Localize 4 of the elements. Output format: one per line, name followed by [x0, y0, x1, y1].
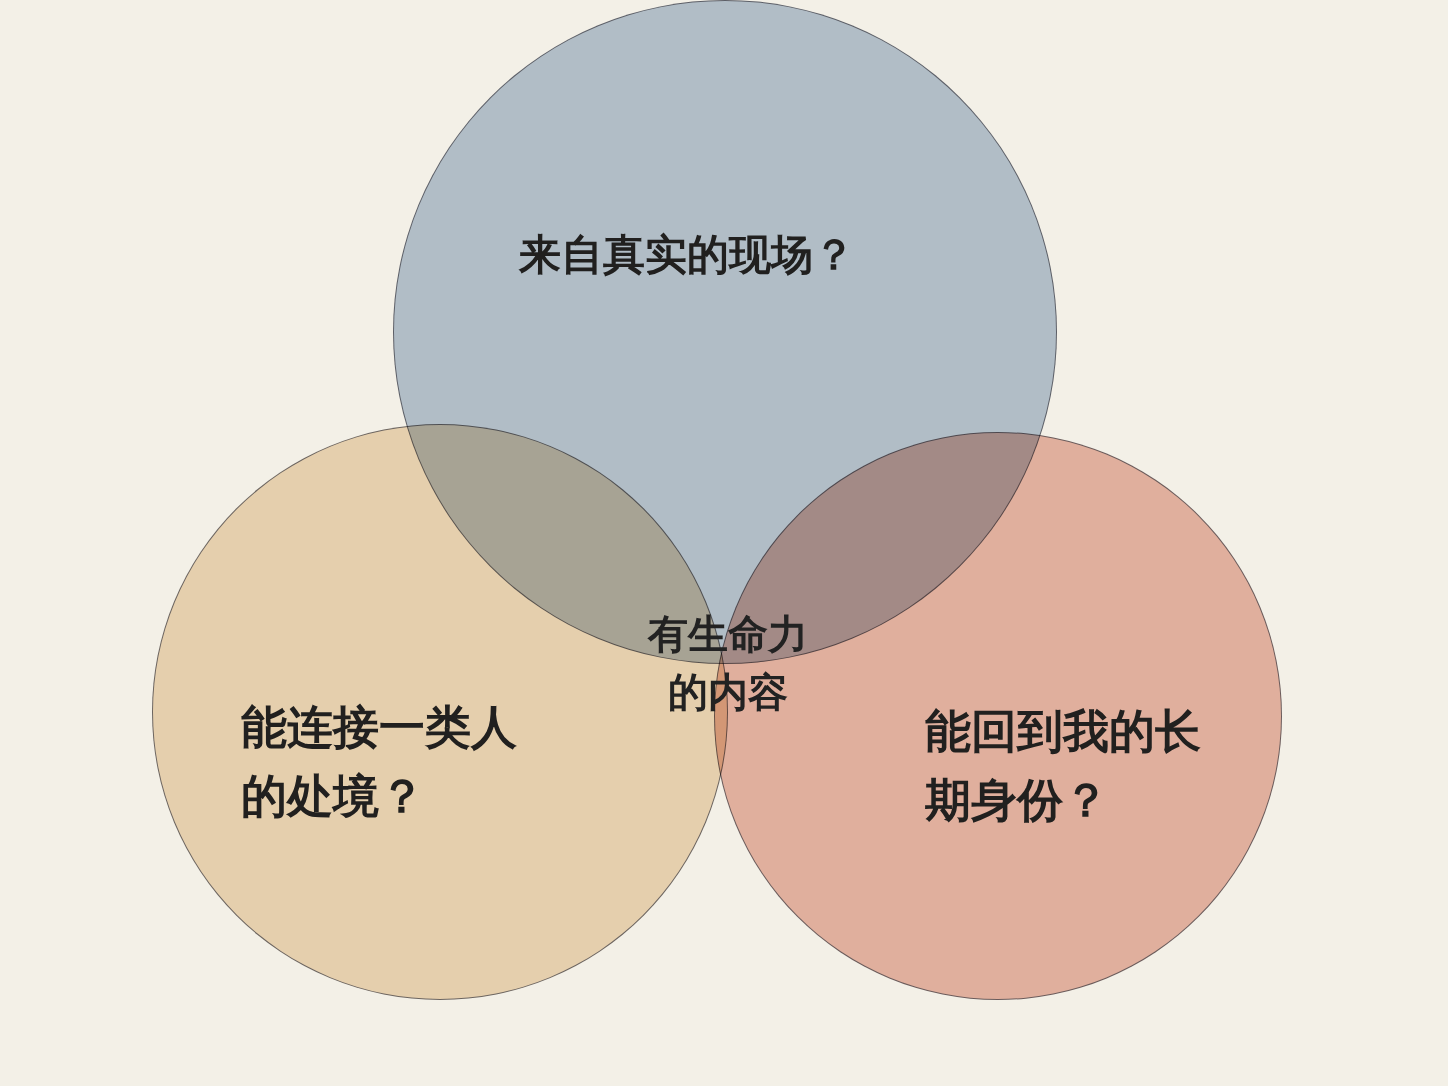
- circle-label: 能回到我的长期身份？: [925, 703, 1202, 829]
- center-label: 有生命力的内容: [646, 609, 809, 717]
- circle-label: 能连接一类人的处境？: [241, 699, 518, 825]
- circle-label: 来自真实的现场？: [519, 229, 856, 281]
